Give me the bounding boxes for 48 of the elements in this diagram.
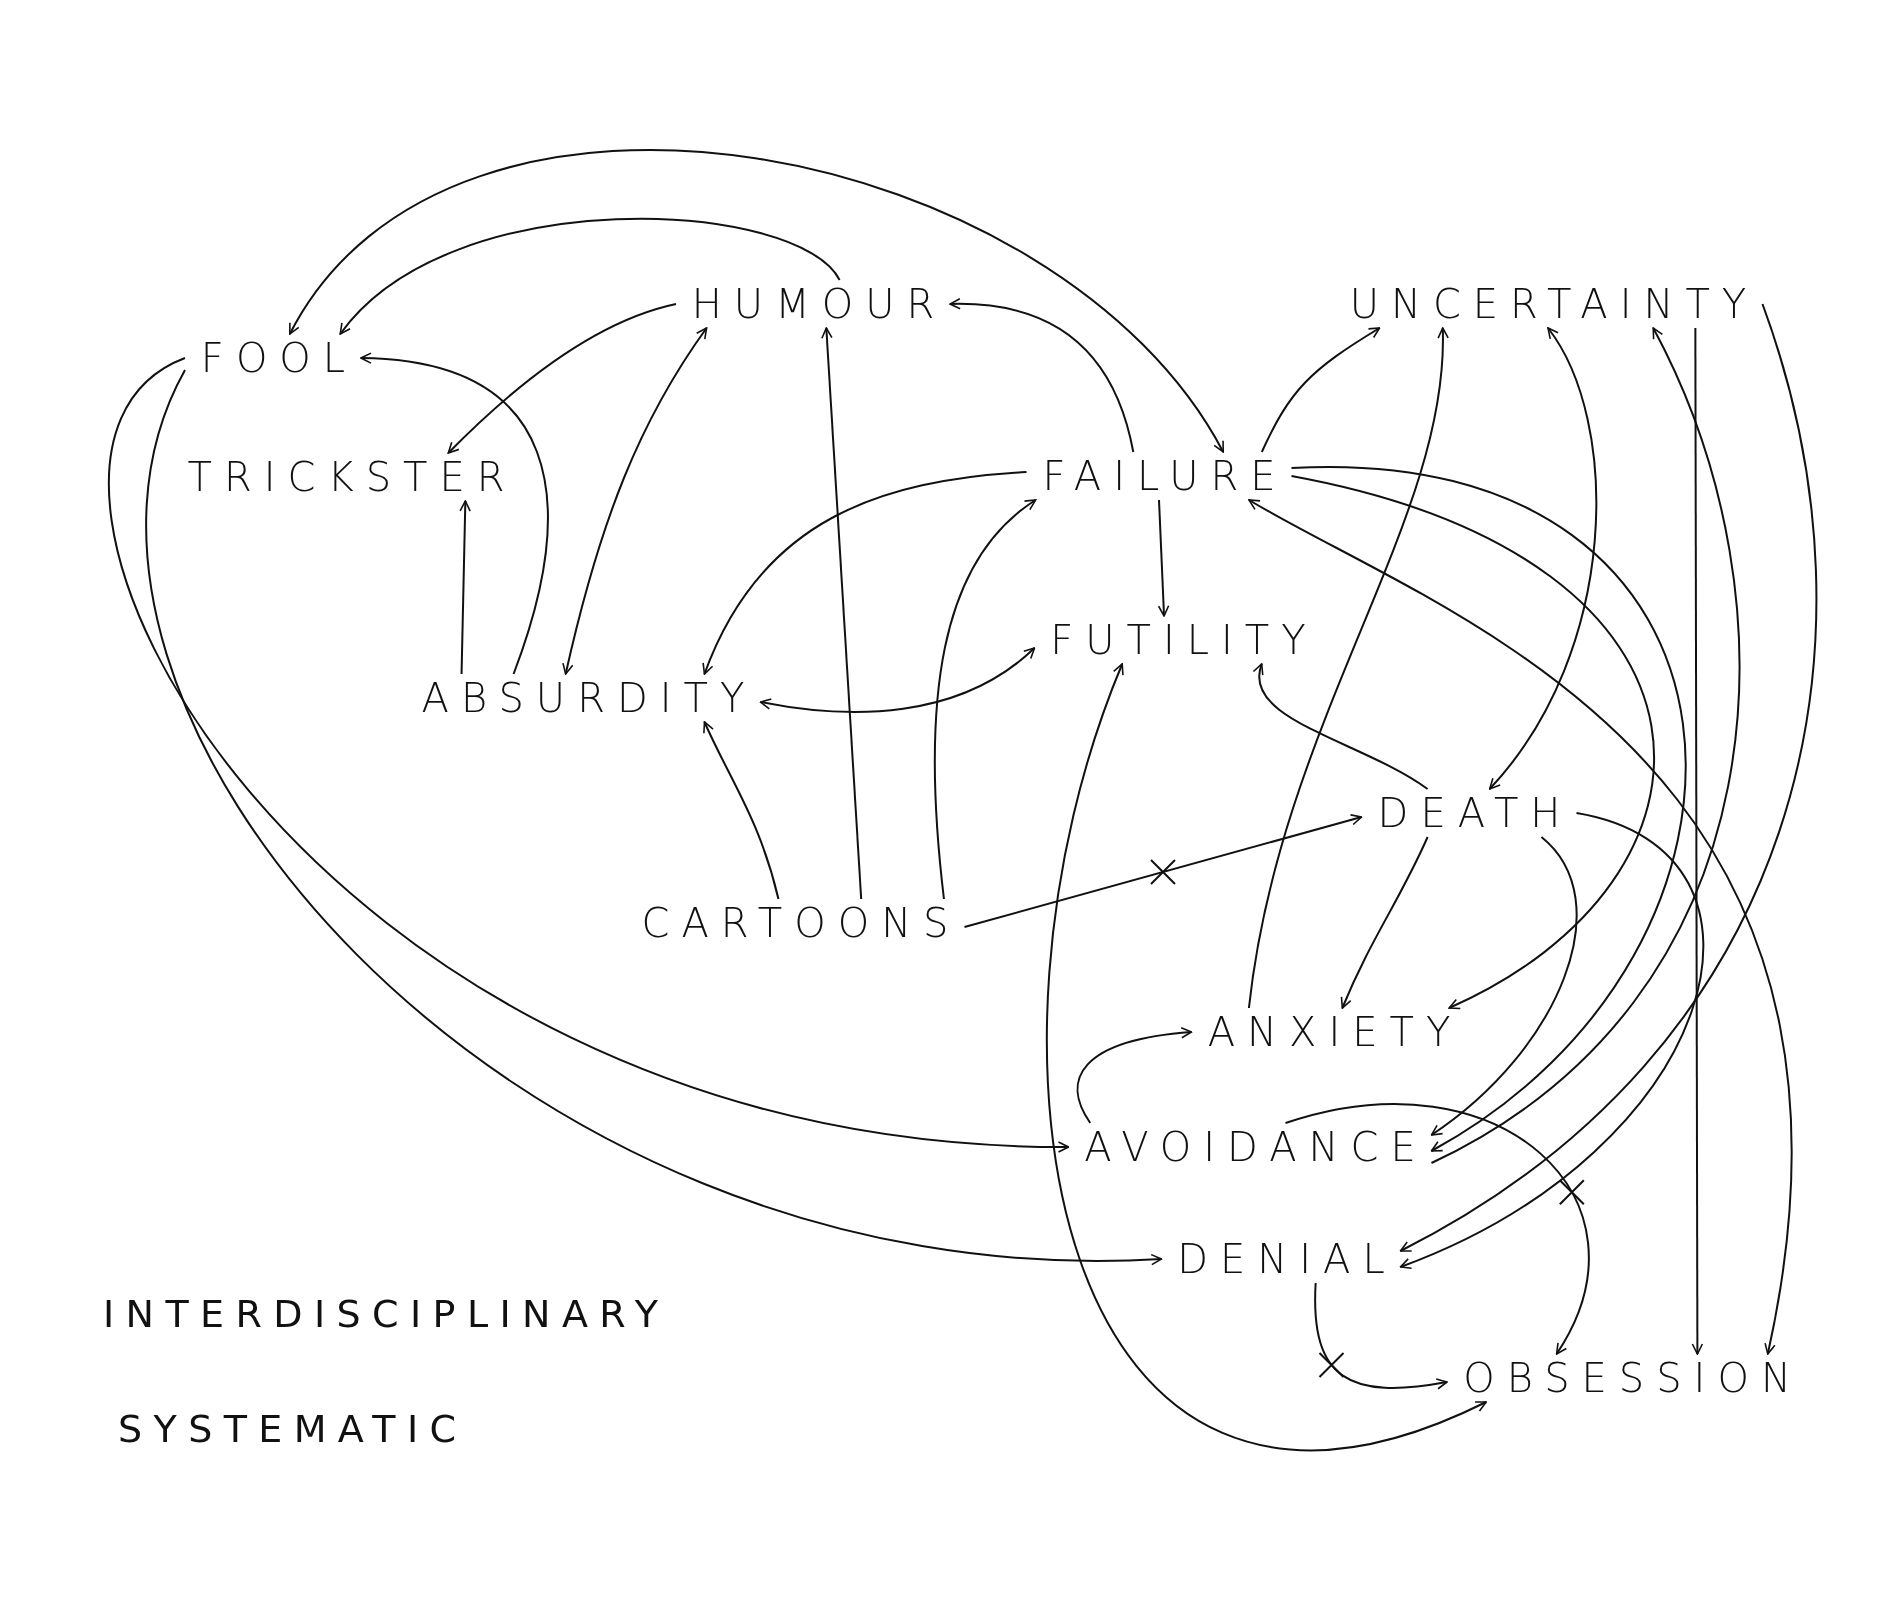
note-text: INTERDISCIPLINARY <box>103 1295 670 1333</box>
concept-word: DENIAL <box>1165 1239 1397 1279</box>
concept-word: ANXIETY <box>1195 1012 1463 1052</box>
arrow <box>1076 1027 1193 1124</box>
arrow <box>949 298 1135 453</box>
concept-word: DEATH <box>1365 793 1573 833</box>
arrow <box>360 352 549 675</box>
arrow <box>1430 327 1740 1164</box>
concept-word: AVOIDANCE <box>1072 1127 1428 1167</box>
arrow <box>1399 303 1817 1252</box>
arrow <box>1691 327 1704 1355</box>
arrow <box>1046 663 1488 1451</box>
arrow <box>339 218 841 335</box>
arrow <box>1399 812 1704 1269</box>
arrow <box>821 327 863 900</box>
concept-word: FOOL <box>188 338 358 378</box>
concept-word: FAILURE <box>1030 456 1288 496</box>
arrow <box>1254 663 1429 790</box>
arrow <box>562 327 708 675</box>
arrow <box>933 499 1037 900</box>
arrow <box>1488 327 1598 790</box>
note-text: SYSTEMATIC <box>118 1410 468 1448</box>
concept-word: FUTILITY <box>1038 620 1318 660</box>
arrow <box>1290 475 1654 1009</box>
arrow <box>1290 467 1685 1152</box>
arrow <box>1430 836 1578 1136</box>
concept-word: ABSURDITY <box>409 678 757 718</box>
arrow <box>1314 1282 1448 1390</box>
arrow <box>963 814 1363 928</box>
arrow <box>1157 499 1170 617</box>
arrow <box>447 303 677 454</box>
arrow <box>1340 836 1429 1009</box>
arrow <box>759 647 1036 713</box>
concept-word: TRICKSTER <box>175 457 517 497</box>
arrow <box>1284 1103 1590 1355</box>
concept-word: CARTOONS <box>629 903 961 943</box>
concept-word: HUMOUR <box>679 284 947 324</box>
arrow <box>1247 327 1449 1009</box>
arrow <box>288 149 1225 453</box>
arrow <box>459 500 471 675</box>
concept-word: OBSESSION <box>1451 1358 1803 1398</box>
arrow <box>1260 327 1381 453</box>
arrow <box>703 721 780 900</box>
arrow <box>702 471 1028 675</box>
arrow <box>146 369 1163 1265</box>
concept-word: UNCERTAINTY <box>1337 284 1759 324</box>
arrow <box>110 357 1070 1153</box>
arrow <box>1247 499 1791 1355</box>
